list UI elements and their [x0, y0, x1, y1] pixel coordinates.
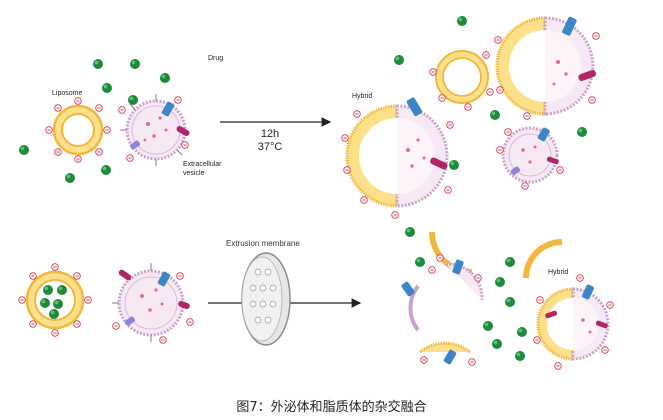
liposome-top — [45, 97, 111, 163]
extrusion-membrane — [241, 252, 291, 346]
liposome-top-right — [429, 50, 494, 111]
hybrid-vesicle-top-large — [341, 97, 454, 219]
ev-label-line2: vesicle — [183, 170, 205, 177]
condition-temp: 37°C — [258, 141, 283, 153]
hybrid-label-bottom: Hybrid — [548, 269, 568, 276]
condition-time: 12h — [261, 128, 279, 140]
extracellular-vesicle-top — [118, 94, 190, 166]
fusion-diagram: Drug Liposome Extracellular v — [18, 16, 614, 370]
drug-molecules-bottom — [405, 227, 527, 361]
membrane-label: Extrusion membrane — [226, 239, 300, 248]
extracellular-vesicle-bottom — [112, 263, 194, 344]
drug-label: Drug — [208, 55, 223, 62]
extracellular-vesicle-top-right — [496, 126, 564, 190]
hybrid-label-top: Hybrid — [352, 93, 372, 100]
drug-loaded-liposome — [18, 263, 92, 337]
liposome-label: Liposome — [52, 90, 82, 97]
hybrid-cluster-bottom — [401, 231, 614, 370]
ev-label-line1: Extracellular — [183, 161, 222, 168]
figure-caption: 图7：外泌体和脂质体的杂交融合 — [236, 400, 427, 415]
hybrid-vesicle-top-right — [494, 16, 600, 120]
